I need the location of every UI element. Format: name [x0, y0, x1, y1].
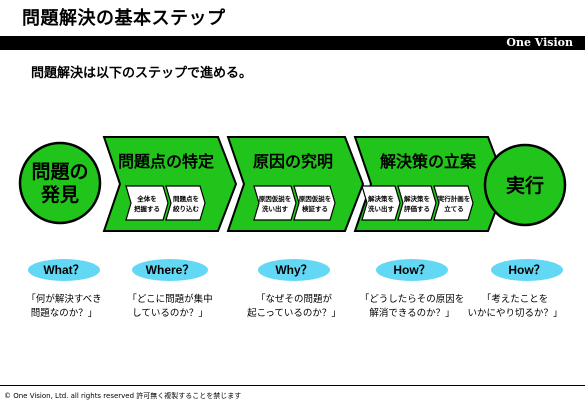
stage-problem-identification: 問題点の特定 全体を 把握する 問題点を 絞り込む [102, 136, 238, 232]
copyright-text: © One Vision, Ltd. all rights reserved 許… [4, 392, 242, 400]
description-line1: 「考えたことを [481, 294, 549, 305]
stage-title: 原因の究明 [253, 152, 333, 171]
question-label: What？ [43, 263, 84, 277]
description-line2: 問題なのか？」 [30, 308, 98, 319]
question-oval-where: Where？ [132, 259, 208, 281]
question-label: How？ [508, 263, 545, 277]
step-label-line1: 原因仮説を [259, 194, 292, 203]
stage-title: 解決策の立案 [380, 152, 477, 171]
title-bar [0, 36, 585, 50]
question-description: 「考えたことを いかにやり切るか？」 [445, 293, 585, 321]
question-oval-how-execute: How？ [491, 259, 563, 281]
question-oval-what: What？ [28, 259, 100, 281]
description-line2: 解消できるのか？」 [369, 308, 455, 319]
footer-divider [0, 385, 585, 406]
step-chevron: 原因仮説を 検証する [293, 185, 336, 221]
step-label-line1: 問題点を [173, 194, 199, 203]
step-label-line2: 評価する [404, 204, 430, 213]
step-chevron: 問題点を 絞り込む [165, 185, 206, 221]
step-chevron: 解決策を 評価する [397, 185, 437, 221]
question-description: 「なぜその問題が 起こっているのか？」 [224, 293, 364, 321]
question-oval-how: How？ [376, 259, 448, 281]
step-label-line1: 解決策を [404, 194, 430, 203]
step-chevron: 解決策を 洗い出す [361, 185, 401, 221]
description-line1: 「どうしたらその原因を [359, 294, 465, 305]
step-label-line2: 立てる [444, 204, 464, 213]
description-line2: いかにやり切るか？」 [467, 308, 563, 319]
stage-solution-planning: 解決策の立案 解決策を 洗い出す 解決策を 評価する 実行計画を 立てる [353, 136, 508, 232]
question-description: 「どこに問題が集中 しているのか？」 [100, 293, 240, 321]
stage-title: 問題点の特定 [118, 152, 214, 171]
end-circle: 実行 [483, 143, 567, 227]
question-label: Why？ [275, 263, 312, 277]
start-circle-line1: 問題の [31, 161, 88, 183]
step-label-line2: 絞り込む [173, 204, 200, 213]
step-label-line2: 把握する [134, 204, 160, 213]
step-label-line2: 洗い出す [262, 204, 289, 213]
intro-text: 問題解決は以下のステップで進める。 [31, 66, 253, 81]
page-title: 問題解決の基本ステップ [22, 8, 226, 29]
description-line1: 「なぜその問題が [255, 294, 332, 305]
step-label-line1: 原因仮説を [299, 194, 332, 203]
description-line1: 「どこに問題が集中 [127, 294, 213, 305]
description-line2: 起こっているのか？」 [247, 308, 341, 319]
description-line1: 「何が解決すべき [26, 294, 102, 305]
brand-name: One Vision [506, 36, 573, 49]
step-label-line1: 全体を [136, 194, 157, 203]
start-circle: 問題の 発見 [18, 141, 102, 225]
step-label-line1: 解決策を [368, 194, 394, 203]
question-label: How？ [393, 263, 430, 277]
start-circle-line2: 発見 [40, 183, 79, 206]
question-description: 「どうしたらその原因を 解消できるのか？」 [342, 293, 482, 321]
end-circle-label: 実行 [506, 174, 544, 197]
description-line2: しているのか？」 [132, 308, 208, 319]
step-chevron: 全体を 把握する [125, 185, 169, 221]
question-description: 「何が解決すべき 問題なのか？」 [0, 293, 134, 321]
step-label-line2: 洗い出す [368, 204, 395, 213]
stage-cause-investigation: 原因の究明 原因仮説を 洗い出す 原因仮説を 検証する [226, 136, 365, 232]
step-label-line1: 実行計画を [438, 194, 471, 203]
step-label-line2: 検証する [302, 204, 328, 213]
step-chevron: 実行計画を 立てる [433, 185, 474, 221]
question-label: Where？ [146, 263, 195, 277]
step-chevron: 原因仮説を 洗い出す [253, 185, 297, 221]
question-oval-why: Why？ [258, 259, 330, 281]
